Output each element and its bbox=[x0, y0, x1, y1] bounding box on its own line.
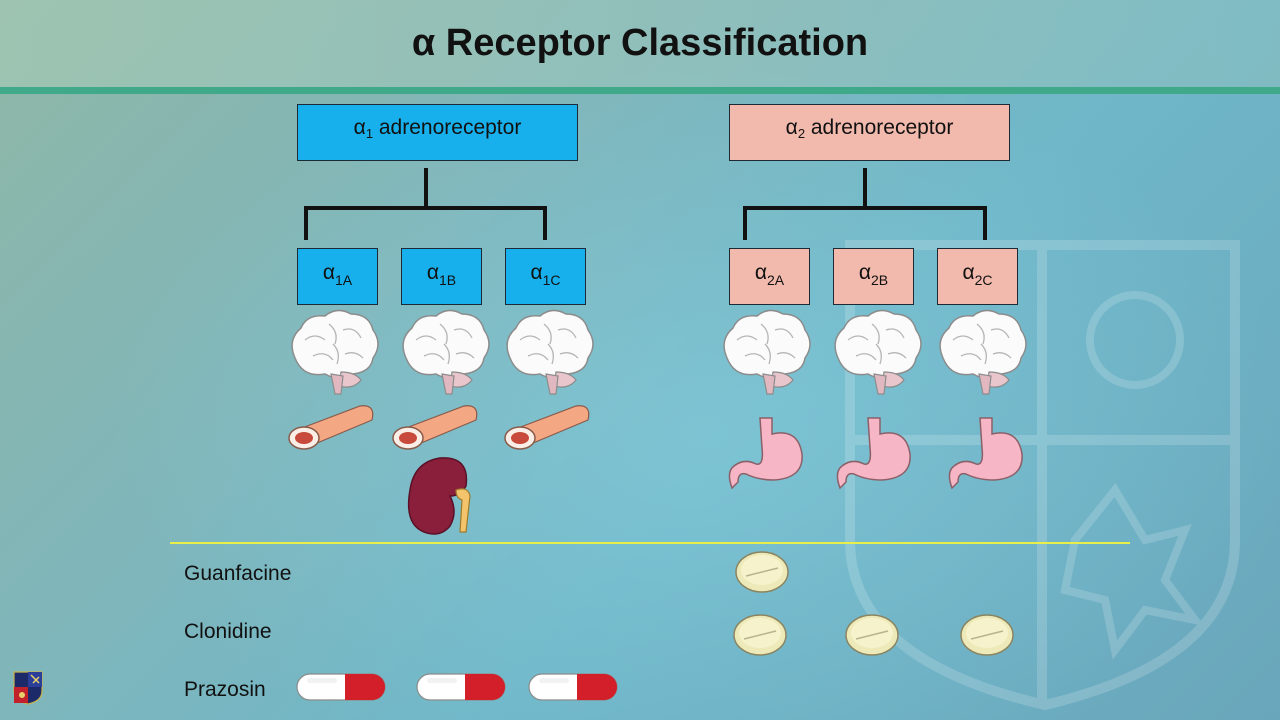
tablet-icon bbox=[960, 614, 1014, 656]
tablet-icon bbox=[845, 614, 899, 656]
capsule-icon bbox=[528, 673, 618, 701]
section-divider bbox=[170, 542, 1130, 544]
subtype-symbol: α bbox=[858, 261, 871, 284]
subtype-alpha2c-box: α2C bbox=[937, 248, 1018, 305]
alpha2-subscript: 2 bbox=[797, 126, 806, 141]
subtype-alpha2a-box: α2A bbox=[729, 248, 810, 305]
drug-label-guanfacine: Guanfacine bbox=[184, 562, 292, 585]
alpha2-adrenoreceptor-box: α2 adrenoreceptor bbox=[729, 104, 1010, 161]
kidney-icon bbox=[407, 457, 471, 535]
header-rule bbox=[0, 87, 1280, 94]
alpha1-subscript: 1 bbox=[365, 126, 374, 141]
subtype-alpha1c-box: α1C bbox=[505, 248, 586, 305]
capsule-icon bbox=[416, 673, 506, 701]
subtype-alpha1b-box: α1B bbox=[401, 248, 482, 305]
alpha1-label: adrenoreceptor bbox=[373, 116, 522, 139]
tablet-icon bbox=[733, 614, 787, 656]
subtype-symbol: α bbox=[322, 261, 335, 284]
capsule-icon bbox=[296, 673, 386, 701]
subtype-alpha2b-box: α2B bbox=[833, 248, 914, 305]
subtype-subscript: 1B bbox=[439, 272, 457, 288]
subtype-subscript: 2B bbox=[871, 272, 889, 288]
alpha2-symbol: α bbox=[785, 116, 798, 139]
page-title: α Receptor Classification bbox=[411, 22, 869, 64]
crest-watermark bbox=[845, 240, 1240, 710]
subtype-alpha1a-box: α1A bbox=[297, 248, 378, 305]
subtype-subscript: 2A bbox=[767, 272, 785, 288]
drug-label-prazosin: Prazosin bbox=[184, 678, 266, 701]
subtype-subscript: 1C bbox=[542, 272, 561, 288]
institution-logo bbox=[13, 671, 43, 705]
subtype-symbol: α bbox=[754, 261, 767, 284]
alpha1-adrenoreceptor-box: α1 adrenoreceptor bbox=[297, 104, 578, 161]
tablet-icon bbox=[735, 551, 789, 593]
subtype-symbol: α bbox=[426, 261, 439, 284]
header-band bbox=[0, 0, 1280, 88]
subtype-symbol: α bbox=[962, 261, 975, 284]
subtype-subscript: 1A bbox=[335, 272, 353, 288]
subtype-subscript: 2C bbox=[974, 272, 993, 288]
alpha1-symbol: α bbox=[353, 116, 366, 139]
alpha2-label: adrenoreceptor bbox=[805, 116, 954, 139]
subtype-symbol: α bbox=[530, 261, 543, 284]
drug-label-clonidine: Clonidine bbox=[184, 620, 272, 643]
